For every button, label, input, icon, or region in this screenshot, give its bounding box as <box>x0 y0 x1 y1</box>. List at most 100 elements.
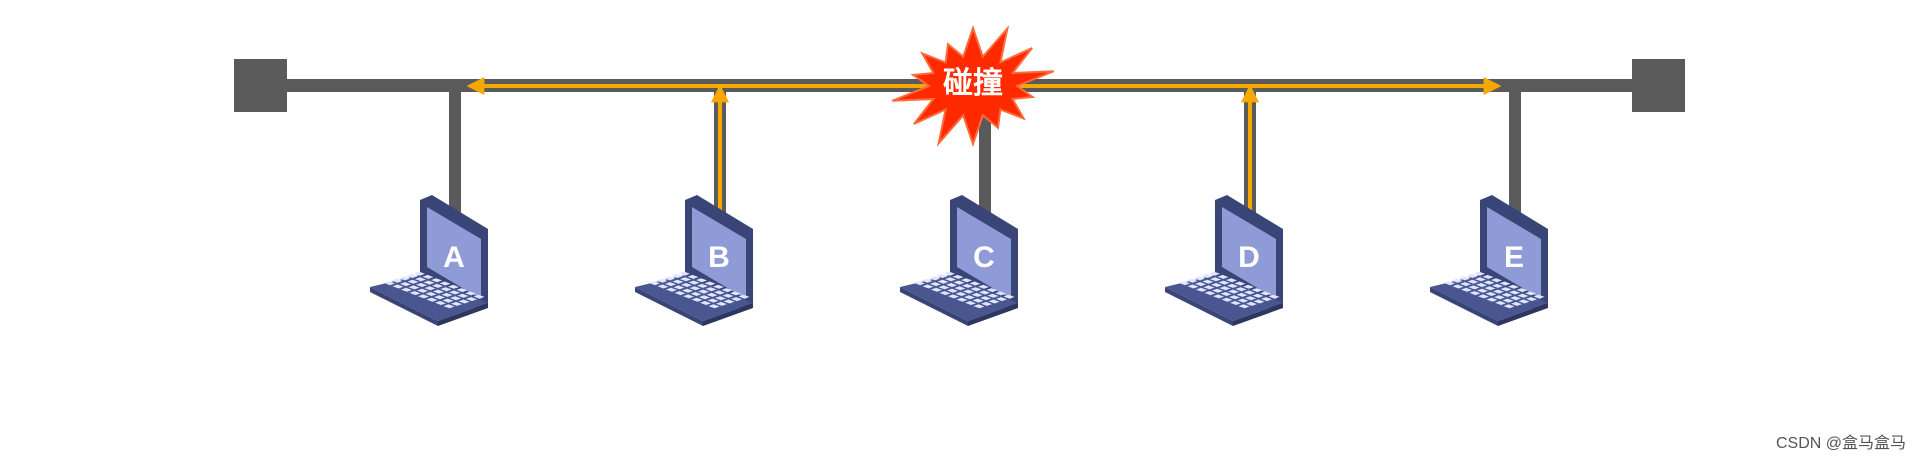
laptop-key <box>418 294 429 299</box>
laptop-key <box>1533 294 1545 299</box>
laptop-key <box>1243 284 1254 289</box>
laptop-key <box>1213 294 1224 299</box>
laptop-key <box>1509 290 1520 295</box>
laptop-key <box>1494 295 1505 300</box>
watermark: CSDN @盒马盒马 <box>1775 435 1906 452</box>
laptop-key <box>458 299 470 304</box>
laptop-key <box>979 290 990 295</box>
laptop-key <box>1518 299 1530 304</box>
laptop-key <box>1187 284 1199 289</box>
laptop-label-e: E <box>1504 241 1524 274</box>
laptop-key <box>1238 304 1250 309</box>
laptop-key <box>1495 301 1506 305</box>
laptop-key <box>674 291 686 296</box>
laptop-key <box>457 293 469 298</box>
laptop-key <box>1236 292 1248 297</box>
laptop-key <box>408 285 420 290</box>
laptop-key <box>1195 282 1206 287</box>
drop-cable-e <box>1509 90 1521 220</box>
laptop-key <box>666 287 677 292</box>
laptop-a: A <box>370 195 488 326</box>
laptop-key <box>988 299 1000 304</box>
laptop-key <box>1516 288 1528 293</box>
laptop-key <box>1477 288 1488 293</box>
laptop-key <box>1201 274 1213 278</box>
laptop-key <box>995 291 1006 296</box>
laptop-d: D <box>1165 195 1283 326</box>
laptop-key <box>451 301 462 306</box>
laptop-key <box>969 281 981 286</box>
laptop-key <box>687 274 699 279</box>
laptop-key <box>706 292 718 297</box>
laptop-key <box>664 276 675 281</box>
laptop-label-d: D <box>1238 241 1260 274</box>
laptop-key <box>443 304 455 309</box>
laptop-key <box>704 281 716 286</box>
laptop-key <box>698 289 709 294</box>
laptop-key <box>439 281 451 286</box>
laptop-key <box>1221 297 1233 302</box>
laptop-key <box>965 301 976 305</box>
laptop-key <box>1218 280 1230 285</box>
laptop-label-c: C <box>973 241 995 274</box>
laptop-key <box>399 276 410 281</box>
laptop-key <box>682 288 693 293</box>
laptop-screen <box>957 207 1011 299</box>
laptop-key <box>656 278 668 283</box>
laptop-key <box>1482 274 1494 279</box>
laptop-key <box>1252 293 1264 298</box>
drop-cables <box>449 90 1521 220</box>
laptop-key <box>721 288 733 293</box>
laptop-base-edge-right <box>1233 303 1283 326</box>
laptop-key <box>1466 274 1478 278</box>
laptop-key <box>423 280 435 285</box>
laptop-key <box>1194 276 1205 281</box>
laptop-key <box>673 285 685 290</box>
laptop-key <box>433 289 444 294</box>
laptop-label-a: A <box>443 241 465 274</box>
laptop-key <box>708 304 720 309</box>
laptop-key <box>1484 286 1496 291</box>
laptop-key <box>415 277 426 282</box>
laptop-key <box>1499 281 1511 286</box>
laptop-key <box>1203 285 1215 290</box>
laptop-key <box>689 286 701 291</box>
laptop-key <box>1245 296 1256 301</box>
laptop-key <box>1460 282 1471 287</box>
laptop-key <box>414 271 425 276</box>
laptop-key <box>442 298 454 303</box>
bus-terminator-right <box>1632 59 1685 112</box>
laptop-key <box>1476 283 1487 287</box>
laptop-key <box>1469 291 1481 296</box>
laptop-key <box>431 278 442 283</box>
laptop-key <box>434 295 445 300</box>
laptop-key <box>1219 286 1231 291</box>
laptop-key <box>1452 284 1464 289</box>
laptop-key <box>384 281 395 286</box>
laptop-key <box>987 293 999 298</box>
laptop-key <box>1220 292 1232 296</box>
laptop-key <box>679 271 690 276</box>
laptop-key <box>1503 304 1515 309</box>
laptop-key <box>723 299 735 304</box>
laptop-key <box>699 295 710 300</box>
laptop-key <box>1510 296 1521 301</box>
laptop-key <box>406 274 418 278</box>
laptop-key <box>956 297 968 302</box>
laptop-key <box>945 277 956 282</box>
laptop-key <box>1474 271 1485 276</box>
laptop-key <box>1478 294 1489 299</box>
laptop-key <box>1475 277 1486 282</box>
laptop-key <box>1491 278 1502 283</box>
laptop-base-edge-right <box>968 303 1018 326</box>
laptop-key <box>1235 287 1247 292</box>
laptop-key <box>1209 271 1220 276</box>
laptop-base-edge <box>1165 287 1233 326</box>
laptop-key <box>696 278 707 283</box>
laptop-key <box>440 287 452 292</box>
laptop-key <box>407 279 419 284</box>
drop-cable-c <box>979 90 991 220</box>
laptop-key <box>986 288 998 293</box>
laptop-key <box>409 291 421 296</box>
